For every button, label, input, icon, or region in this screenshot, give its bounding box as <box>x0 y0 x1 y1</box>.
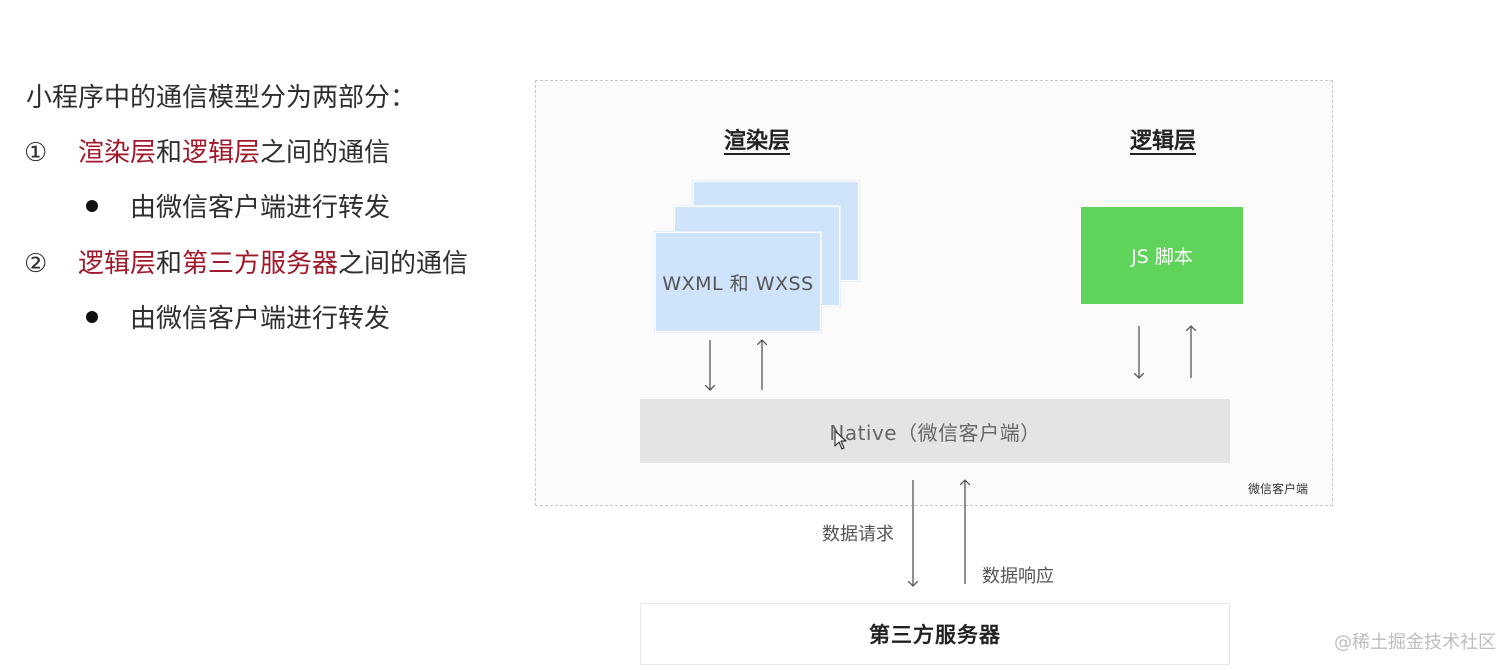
point-two-part-third-party-server: 第三方服务器 <box>182 249 339 279</box>
point-one-number: ① <box>24 138 48 168</box>
point-one-part-render-layer: 渲染层 <box>78 138 157 168</box>
data-request-label: 数据请求 <box>822 524 894 545</box>
watermark-text: @稀土掘金技术社区 <box>1334 632 1496 653</box>
data-response-label: 数据响应 <box>982 566 1054 587</box>
point-two-part-communication: 之间的通信 <box>338 249 469 279</box>
point-two-sub: 由微信客户端进行转发 <box>86 299 390 339</box>
point-two-number: ② <box>24 249 48 279</box>
intro-heading: 小程序中的通信模型分为两部分： <box>26 83 417 113</box>
point-one-sub: 由微信客户端进行转发 <box>86 188 390 228</box>
wxml-wxss-card: WXML 和 WXSS <box>655 232 821 332</box>
third-party-server-box: 第三方服务器 <box>640 603 1230 665</box>
bullet-dot-icon <box>86 199 98 212</box>
logic-layer-title: 逻辑层 <box>1130 129 1197 154</box>
point-one-part-and: 和 <box>156 138 183 168</box>
wechat-client-label: 微信客户端 <box>1248 482 1309 496</box>
point-two-sub-text: 由微信客户端进行转发 <box>130 304 391 334</box>
render-layer-title: 渲染层 <box>724 129 791 154</box>
point-two-part-and: 和 <box>156 249 183 279</box>
point-one-sub-text: 由微信客户端进行转发 <box>130 193 391 223</box>
point-two-part-logic-layer: 逻辑层 <box>78 249 157 279</box>
js-script-box: JS 脚本 <box>1081 207 1243 304</box>
point-two: ② 逻辑层和第三方服务器之间的通信 <box>24 244 468 284</box>
point-one-part-communication: 之间的通信 <box>260 138 391 168</box>
bullet-dot-icon <box>86 310 98 323</box>
point-one-part-logic-layer: 逻辑层 <box>182 138 261 168</box>
native-client-bar: Native（微信客户端） <box>640 399 1230 463</box>
point-one: ① 渲染层和逻辑层之间的通信 <box>24 133 390 173</box>
mouse-cursor-icon <box>834 430 847 450</box>
